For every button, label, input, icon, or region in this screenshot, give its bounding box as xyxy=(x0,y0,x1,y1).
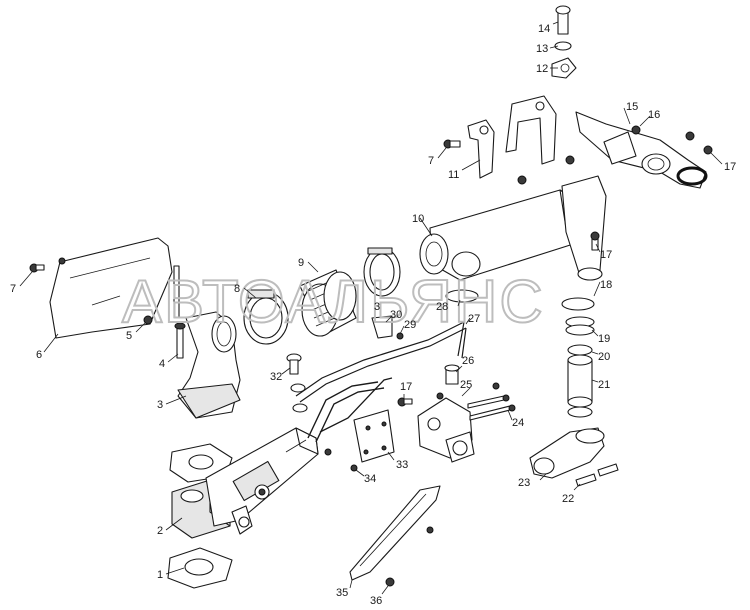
o-rings xyxy=(445,289,595,336)
callout-17: 17 xyxy=(724,161,736,173)
callout-35: 35 xyxy=(336,587,348,599)
watermark: АВТОАЛЬЯНС xyxy=(122,268,545,335)
callout-17: 17 xyxy=(600,249,612,261)
callout-18: 18 xyxy=(600,279,612,291)
callout-16: 16 xyxy=(648,109,660,121)
callout-34: 34 xyxy=(364,473,376,485)
bolt-mid xyxy=(590,231,600,251)
callout-12: 12 xyxy=(536,63,548,75)
callout-11: 11 xyxy=(448,169,459,181)
callout-4: 4 xyxy=(159,358,165,370)
egr-tube xyxy=(295,321,467,443)
bent-pipe xyxy=(319,377,393,433)
heat-shield xyxy=(49,237,173,339)
bolt-32 xyxy=(286,353,308,413)
callout-19: 19 xyxy=(598,333,610,345)
callout-36: 36 xyxy=(370,595,382,607)
callout-26: 26 xyxy=(462,355,474,367)
callout-3: 3 xyxy=(374,301,380,313)
leader-lines xyxy=(19,21,723,595)
callout-28: 28 xyxy=(436,301,448,313)
callout-33: 33 xyxy=(396,459,408,471)
callout-9: 9 xyxy=(298,257,304,269)
clamp-right xyxy=(363,247,401,297)
callout-25: 25 xyxy=(460,379,472,391)
callout-23: 23 xyxy=(518,477,530,489)
callout-17: 17 xyxy=(400,381,412,393)
callout-22: 22 xyxy=(562,493,574,505)
callout-7: 7 xyxy=(428,155,434,167)
callout-3: 3 xyxy=(157,399,163,411)
lower-elbow xyxy=(529,427,605,479)
bolts-24 xyxy=(467,382,516,421)
callout-30: 30 xyxy=(390,309,402,321)
cooler-brackets xyxy=(467,95,557,179)
bolts-22 xyxy=(575,463,619,487)
callout-13: 13 xyxy=(536,43,548,55)
outlet-pipe xyxy=(517,111,713,189)
rod xyxy=(173,265,180,319)
flex-bellows xyxy=(299,269,357,337)
callout-5: 5 xyxy=(126,330,132,342)
bolt-36 xyxy=(385,577,395,587)
control-valve xyxy=(417,392,475,463)
callout-10: 10 xyxy=(412,213,424,225)
callout-27: 27 xyxy=(468,313,480,325)
callout-14: 14 xyxy=(538,23,550,35)
callout-7: 7 xyxy=(10,283,16,295)
callout-numbers: 1 2 3 3 4 5 6 7 7 8 9 10 11 12 13 14 15 … xyxy=(10,23,736,607)
callout-24: 24 xyxy=(512,417,524,429)
egr-valve-actuator xyxy=(205,427,319,535)
banjo-fitting xyxy=(551,5,577,79)
clamp-left xyxy=(243,289,289,345)
fitting-26 xyxy=(444,364,460,385)
callout-21: 21 xyxy=(598,379,610,391)
stud xyxy=(174,322,186,359)
support-bracket xyxy=(349,485,441,581)
callout-32: 32 xyxy=(270,371,282,383)
callout-2: 2 xyxy=(157,525,163,537)
cover-plate xyxy=(324,409,395,472)
egr-cooler xyxy=(419,175,607,281)
lower-gasket xyxy=(167,547,233,589)
callout-29: 29 xyxy=(404,319,416,331)
callout-20: 20 xyxy=(598,351,610,363)
callout-6: 6 xyxy=(36,349,42,361)
callout-1: 1 xyxy=(157,569,163,581)
callout-8: 8 xyxy=(234,283,240,295)
bolt-upper xyxy=(443,139,461,149)
callout-15: 15 xyxy=(626,101,638,113)
bolt-left xyxy=(29,263,45,273)
connector-tube xyxy=(567,344,593,418)
bolt-17-lower xyxy=(397,397,413,407)
exhaust-elbow xyxy=(177,311,241,419)
